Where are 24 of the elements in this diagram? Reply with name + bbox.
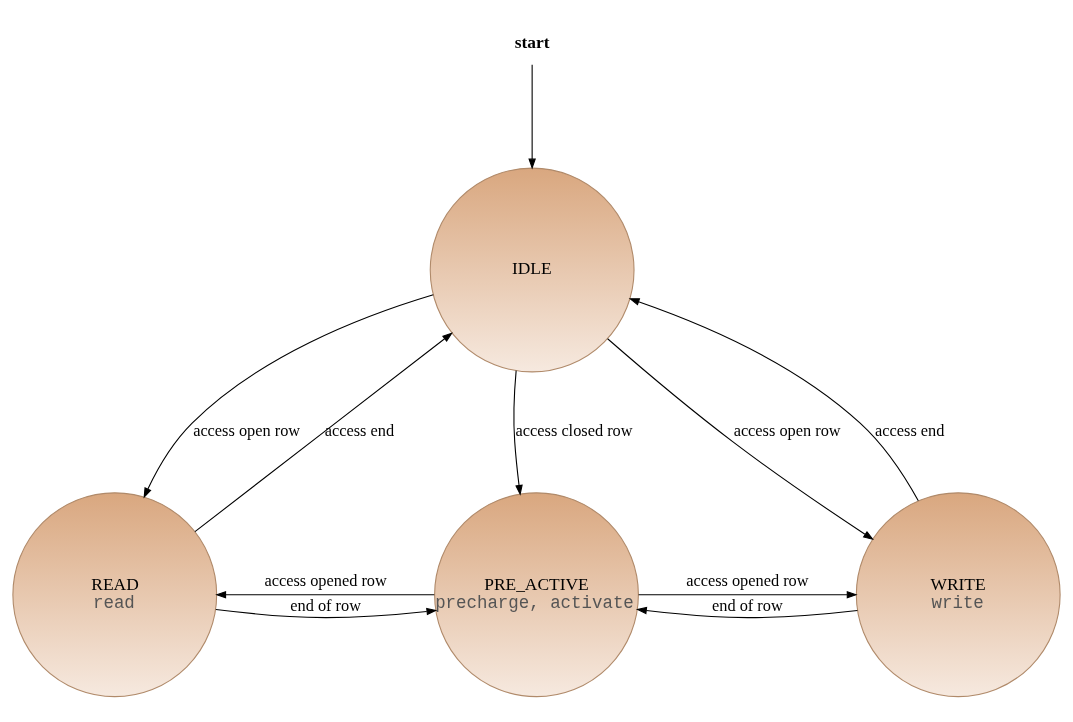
arrow: [607, 338, 874, 541]
node-circle: IDLE: [429, 167, 635, 373]
arrow: [513, 370, 523, 496]
edge-label: end of row: [712, 596, 783, 616]
node-circle: WRITE write: [855, 492, 1061, 698]
edge-label: access open row: [733, 421, 841, 441]
edge-label: access end: [875, 421, 945, 441]
edge-label: end of row: [290, 596, 361, 616]
edge-label: access open row: [193, 421, 301, 441]
node-text: start: [514, 32, 550, 53]
arrow: [638, 590, 858, 599]
node-circle: PRE_ACTIVE precharge, activate: [434, 492, 639, 698]
arrow: [143, 294, 434, 499]
arrow: [635, 606, 858, 619]
edge-label: access end: [324, 421, 395, 441]
arrow: [628, 298, 919, 502]
node-circle: READ read: [12, 492, 218, 698]
edge-label: access opened row: [686, 571, 809, 591]
arrow: [215, 607, 438, 619]
edge-label: access opened row: [264, 571, 387, 591]
arrow: [194, 332, 453, 533]
arrow: [528, 64, 536, 170]
edge-label: access closed row: [515, 421, 633, 441]
arrow: [215, 590, 435, 599]
